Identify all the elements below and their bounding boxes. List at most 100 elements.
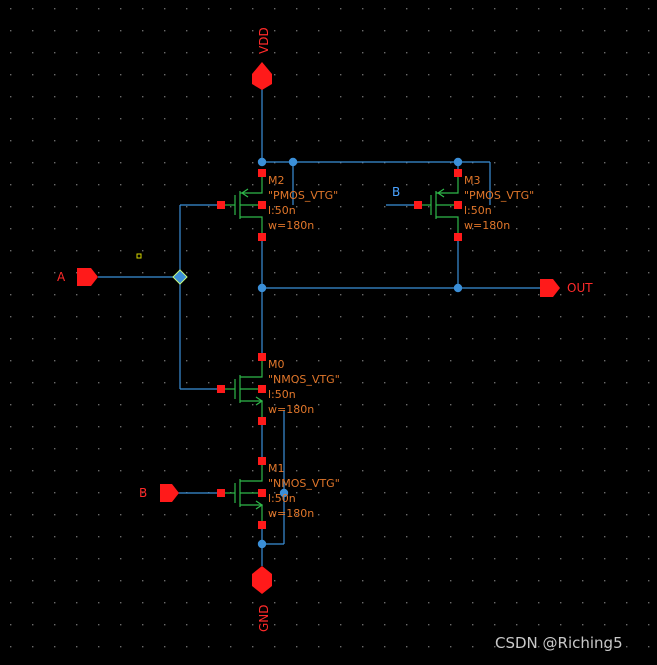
grid-dot <box>494 448 496 450</box>
grid-dot <box>648 96 650 98</box>
terminal-square <box>258 489 266 497</box>
grid-dot <box>252 404 254 406</box>
grid-dot <box>76 52 78 54</box>
grid-dot <box>120 316 122 318</box>
grid-dot <box>472 316 474 318</box>
grid-dot <box>120 206 122 208</box>
grid-dot <box>186 294 188 296</box>
grid-dot <box>274 624 276 626</box>
grid-dot <box>32 426 34 428</box>
grid-dot <box>186 646 188 648</box>
grid-dot <box>318 426 320 428</box>
transistor-m2[interactable] <box>225 173 263 237</box>
wires[interactable] <box>98 88 540 566</box>
terminal-square <box>258 521 266 529</box>
terminal-square <box>258 201 266 209</box>
grid-dot <box>98 96 100 98</box>
grid-dot <box>10 8 12 10</box>
grid-dot <box>362 294 364 296</box>
devices[interactable] <box>225 173 459 525</box>
device-label-w: w=180n <box>268 507 314 520</box>
grid-dot <box>362 448 364 450</box>
grid-dot <box>10 96 12 98</box>
grid-dot <box>274 338 276 340</box>
grid-dot <box>582 580 584 582</box>
grid-dot <box>10 624 12 626</box>
grid-dot <box>538 272 540 274</box>
grid-dot <box>648 294 650 296</box>
grid-dot <box>626 514 628 516</box>
grid-dot <box>384 206 386 208</box>
gnd-pin[interactable] <box>252 566 272 594</box>
grid-dot <box>648 470 650 472</box>
grid-dot <box>648 162 650 164</box>
grid-dot <box>252 96 254 98</box>
grid-dot <box>120 580 122 582</box>
grid-dot <box>318 404 320 406</box>
grid-dot <box>494 316 496 318</box>
grid-dot <box>494 426 496 428</box>
grid-dot <box>98 272 100 274</box>
grid-dot <box>54 470 56 472</box>
grid-dot <box>186 140 188 142</box>
grid-dot <box>582 338 584 340</box>
grid-dot <box>208 624 210 626</box>
grid-dot <box>208 140 210 142</box>
grid-dot <box>516 250 518 252</box>
grid-dot <box>472 558 474 560</box>
transistor-m1[interactable] <box>225 461 264 525</box>
grid-dot <box>406 448 408 450</box>
grid-dot <box>32 140 34 142</box>
vdd-pin[interactable] <box>252 62 272 90</box>
grid-dot <box>560 338 562 340</box>
grid-dot <box>450 8 452 10</box>
device-label-model: "PMOS_VTG" <box>268 189 338 202</box>
grid-dot <box>472 52 474 54</box>
grid-dot <box>120 272 122 274</box>
grid-dot <box>450 492 452 494</box>
device-label-name: M3 <box>464 174 481 187</box>
grid-dot <box>560 184 562 186</box>
grid-dot <box>32 448 34 450</box>
grid-dot <box>362 30 364 32</box>
pmos-arrow <box>436 188 445 198</box>
grid-dot <box>10 536 12 538</box>
grid-dot <box>318 52 320 54</box>
a-pin[interactable] <box>77 268 98 286</box>
grid-dot <box>208 426 210 428</box>
grid-dot <box>10 228 12 230</box>
grid-dot <box>208 272 210 274</box>
grid-dot <box>230 184 232 186</box>
grid-dot <box>142 558 144 560</box>
grid-dot <box>340 206 342 208</box>
grid-dot <box>10 360 12 362</box>
grid-dot <box>362 184 364 186</box>
grid-dot <box>318 382 320 384</box>
out-pin[interactable] <box>540 279 560 297</box>
grid-dot <box>54 8 56 10</box>
grid-dot <box>648 118 650 120</box>
grid-dot <box>54 162 56 164</box>
grid-dot <box>318 140 320 142</box>
grid-dot <box>230 316 232 318</box>
grid-dot <box>296 206 298 208</box>
b-pin[interactable] <box>160 484 179 502</box>
top-terminal-lead <box>240 173 263 194</box>
transistor-m0[interactable] <box>225 357 264 421</box>
grid-dot <box>208 470 210 472</box>
transistor-m3[interactable] <box>422 173 459 237</box>
grid-dot <box>340 272 342 274</box>
grid-dot <box>318 360 320 362</box>
grid-dot <box>428 118 430 120</box>
grid-dot <box>362 382 364 384</box>
grid-dot <box>10 514 12 516</box>
grid-dot <box>384 492 386 494</box>
grid-dot <box>54 382 56 384</box>
grid-dot <box>494 30 496 32</box>
grid-dot <box>274 404 276 406</box>
grid-dot <box>318 228 320 230</box>
grid-dot <box>450 470 452 472</box>
grid-dot <box>340 74 342 76</box>
